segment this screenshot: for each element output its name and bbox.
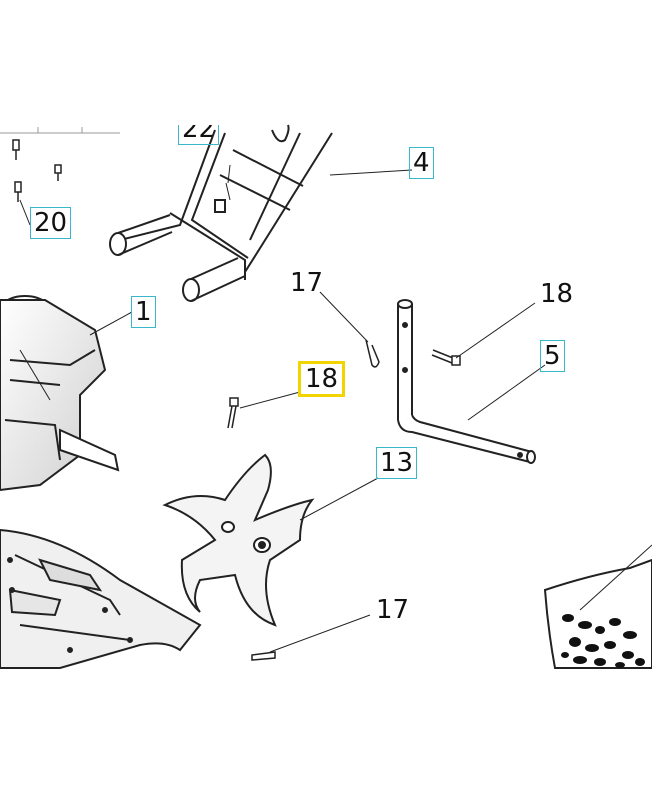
- callout-1: 1: [131, 296, 156, 328]
- tine-shield: [0, 528, 202, 669]
- cut-table-lines: [0, 127, 120, 134]
- bent-bar-part-5: [397, 299, 546, 464]
- callout-18-highlighted: 18: [298, 361, 346, 397]
- tine-part-13: [162, 453, 379, 627]
- bolts-part-20: [12, 139, 62, 226]
- callout-18-right: 18: [540, 279, 574, 309]
- callout-13: 13: [376, 447, 418, 479]
- engine-part-1: [0, 295, 133, 492]
- parts-bag: [543, 544, 652, 669]
- handle-frame-part-4: [109, 124, 413, 302]
- callout-4: 4: [409, 147, 434, 179]
- callout-17-bottom: 17: [376, 595, 410, 625]
- clip-part-17-bottom: [251, 614, 371, 661]
- bolt-part-18-right: [431, 302, 536, 366]
- callout-17-top: 17: [290, 268, 324, 298]
- callout-22: 22: [178, 125, 220, 145]
- clip-part-17-top: [319, 291, 380, 368]
- bolt-part-18-mid: [227, 391, 301, 429]
- callout-20: 20: [30, 207, 72, 239]
- callout-5: 5: [540, 340, 565, 372]
